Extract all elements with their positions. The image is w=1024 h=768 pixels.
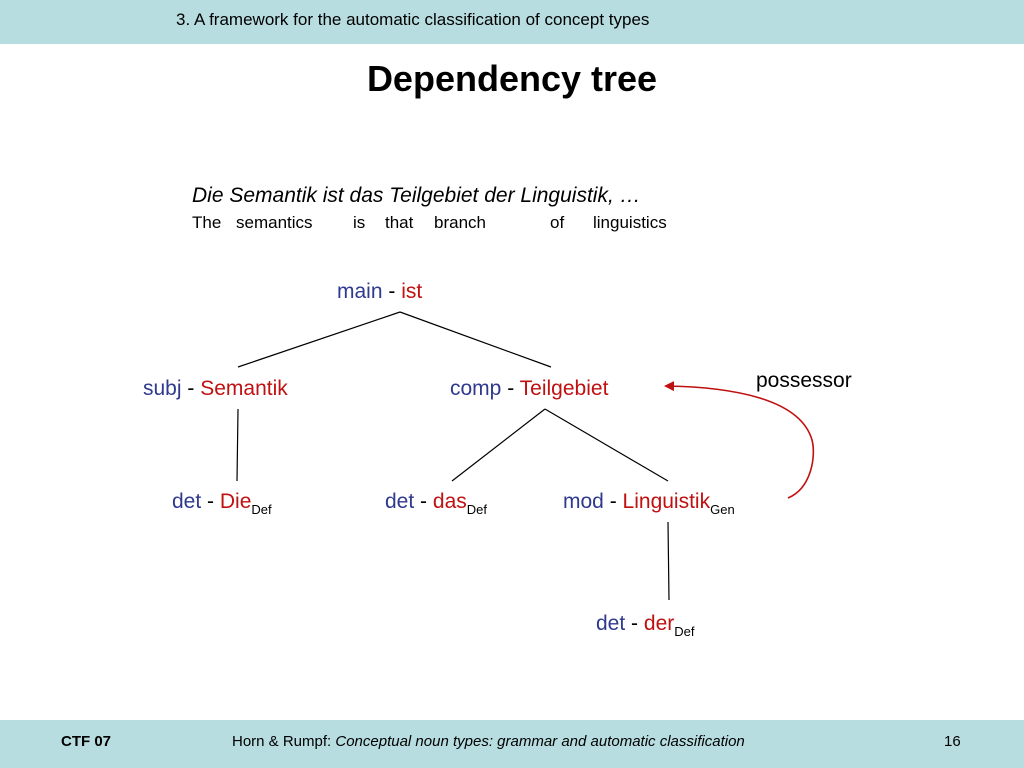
node-mod: mod - LinguistikGen — [563, 490, 735, 517]
gloss-word: semantics — [236, 213, 313, 232]
footer-event: CTF 07 — [61, 733, 112, 750]
node-comp: comp - Teilgebiet — [450, 377, 608, 401]
edge-comp-det — [451, 408, 546, 482]
word-label: Semantik — [200, 377, 288, 400]
relation-label: det — [596, 612, 626, 635]
edge-subj-det — [236, 408, 239, 482]
separator: - — [388, 280, 396, 303]
page-number: 16 — [944, 733, 961, 750]
footer-bar: CTF 07 Horn & Rumpf: Conceptual noun typ… — [0, 720, 1024, 768]
node-det-die: det - DieDef — [172, 490, 272, 517]
gloss-word: branch — [434, 213, 486, 232]
separator: - — [420, 490, 428, 513]
header-bar: 3. A framework for the automatic classif… — [0, 0, 1024, 44]
subscript: Def — [251, 502, 272, 517]
edge-comp-mod — [544, 408, 669, 482]
footer-authors: Horn & Rumpf: — [232, 733, 336, 750]
relation-label: det — [172, 490, 202, 513]
relation-label: det — [385, 490, 415, 513]
separator: - — [507, 377, 515, 400]
relation-label: subj — [143, 377, 182, 400]
word-label: Linguistik — [622, 490, 711, 513]
subscript: Gen — [710, 502, 735, 517]
german-sentence: Die Semantik ist das Teilgebiet der Ling… — [192, 184, 641, 207]
separator: - — [631, 612, 639, 635]
word-label: ist — [401, 280, 423, 303]
slide-title: Dependency tree — [366, 58, 658, 99]
separator: - — [187, 377, 195, 400]
gloss-word: The — [192, 213, 222, 232]
word-label: der — [643, 612, 675, 635]
subscript: Def — [674, 624, 695, 639]
subscript: Def — [466, 502, 487, 517]
word-label: Die — [219, 490, 252, 513]
edge-root-subj — [237, 311, 401, 368]
section-title: 3. A framework for the automatic classif… — [176, 10, 650, 29]
footer-citation: Horn & Rumpf: Conceptual noun types: gra… — [232, 733, 745, 750]
separator: - — [609, 490, 617, 513]
gloss-word: that — [385, 213, 414, 232]
relation-label: main — [337, 280, 383, 303]
word-label: das — [432, 490, 467, 513]
gloss-word: of — [550, 213, 565, 232]
gloss-word: is — [353, 213, 366, 232]
possessor-label: possessor — [756, 369, 852, 392]
edge-root-comp — [399, 311, 552, 368]
node-subj: subj - Semantik — [143, 377, 288, 401]
relation-label: mod — [563, 490, 604, 513]
relation-label: comp — [450, 377, 502, 400]
node-root: main - ist — [337, 280, 422, 304]
footer-work-title: Conceptual noun types: grammar and autom… — [335, 733, 745, 750]
node-det-das: det - dasDef — [385, 490, 487, 517]
edge-mod-det — [667, 521, 670, 601]
word-label: Teilgebiet — [519, 377, 609, 400]
possessor-arrow — [664, 381, 815, 499]
gloss-word: linguistics — [593, 213, 667, 232]
node-det-der: det - derDef — [596, 612, 694, 639]
separator: - — [207, 490, 215, 513]
